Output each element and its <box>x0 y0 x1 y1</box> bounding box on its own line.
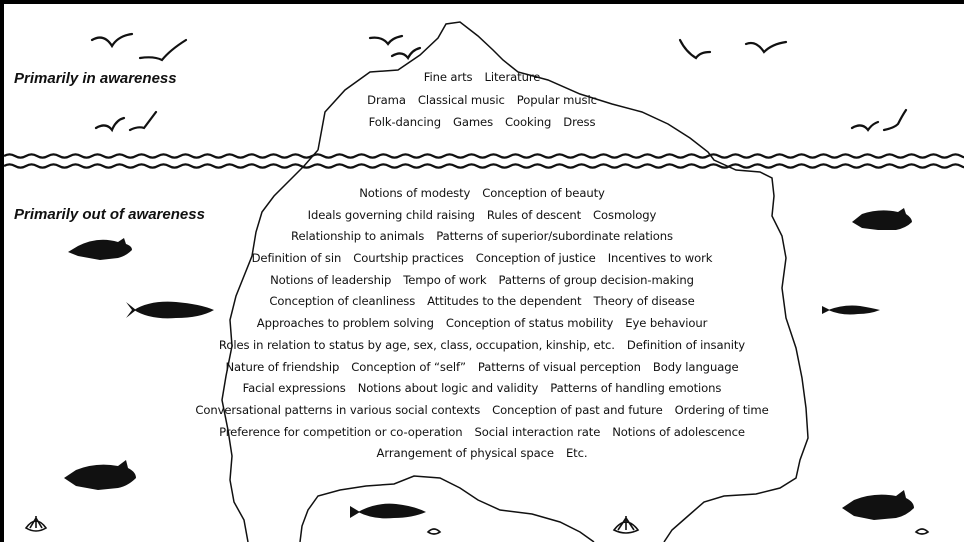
item-row: Nature of friendship Conception of “self”… <box>0 357 964 379</box>
bird-icon <box>744 40 788 54</box>
item-row: Conversational patterns in various socia… <box>0 400 964 422</box>
iceberg-outline <box>221 21 809 542</box>
culture-item: Dress <box>563 115 596 129</box>
culture-item: Relationship to animals <box>291 229 425 244</box>
top-border <box>0 0 964 4</box>
culture-item: Notions of leadership <box>270 272 392 287</box>
culture-item: Cosmology <box>593 207 657 222</box>
culture-item: Theory of disease <box>593 294 695 309</box>
culture-item: Literature <box>484 70 541 84</box>
culture-item: Social interaction rate <box>474 424 601 439</box>
bird-icon <box>882 108 908 132</box>
item-row: Definition of sin Courtship practices Conc… <box>0 248 964 270</box>
culture-item: Courtship practices <box>353 251 464 266</box>
culture-item: Conception of “self” <box>351 359 466 374</box>
culture-item: Notions about logic and validity <box>357 381 539 396</box>
wave-line-upper <box>3 153 964 159</box>
fish-icon <box>842 490 914 520</box>
item-row: Ideals governing child raising Rules of d… <box>0 205 964 227</box>
item-row: Preference for competition or co-operati… <box>0 422 964 444</box>
item-row: Notions of modesty Conception of beauty <box>0 183 964 205</box>
culture-item: Patterns of superior/subordinate relatio… <box>436 229 673 244</box>
label-primarily-out-of-awareness: Primarily out of awareness <box>14 206 205 223</box>
bird-icon <box>390 46 422 61</box>
fish-icon <box>822 305 880 315</box>
culture-item: Approaches to problem solving <box>256 316 434 331</box>
culture-item: Nature of friendship <box>225 359 340 374</box>
culture-item: Tempo of work <box>403 272 487 287</box>
fish-icon <box>126 301 214 319</box>
culture-item: Definition of insanity <box>626 337 746 352</box>
culture-item: Conception of beauty <box>482 186 605 200</box>
culture-item: Arrangement of physical space <box>376 446 555 461</box>
bird-icon <box>94 116 126 133</box>
culture-item: Conversational patterns in various socia… <box>195 402 481 417</box>
culture-item: Conception of justice <box>475 251 596 266</box>
item-row: Relationship to animals Patterns of super… <box>0 226 964 248</box>
item-row: Approaches to problem solving Conception … <box>0 313 964 335</box>
item-row: Folk-dancing Games Cooking Dress <box>0 111 964 134</box>
item-row: Arrangement of physical space Etc. <box>0 443 964 465</box>
culture-item: Fine arts <box>423 70 473 84</box>
bird-icon <box>128 110 158 132</box>
left-border <box>0 0 4 542</box>
item-row: Facial expressions Notions about logic an… <box>0 378 964 400</box>
culture-item: Rules of descent <box>486 207 582 222</box>
item-row: Notions of leadership Tempo of work Patter… <box>0 270 964 292</box>
culture-item: Body language <box>652 359 739 374</box>
fish-icon <box>68 238 132 260</box>
culture-item: Etc. <box>565 446 588 461</box>
culture-item: Patterns of group decision-making <box>498 272 694 287</box>
culture-item: Preference for competition or co-operati… <box>219 424 463 439</box>
culture-item: Ordering of time <box>674 402 769 417</box>
bird-icon <box>850 120 880 132</box>
shell-icon <box>24 516 48 532</box>
shell-icon <box>426 528 442 535</box>
culture-item: Patterns of handling emotions <box>550 381 722 396</box>
wave-line-lower <box>3 163 964 169</box>
culture-item: Popular music <box>516 92 597 107</box>
culture-item: Ideals governing child raising <box>307 207 475 222</box>
culture-item: Attitudes to the dependent <box>427 294 582 309</box>
culture-item: Drama <box>367 92 406 107</box>
culture-item: Eye behaviour <box>625 316 708 331</box>
culture-item: Definition of sin <box>251 251 342 266</box>
bird-icon <box>368 34 404 46</box>
item-row: Roles in relation to status by age, sex,… <box>0 335 964 357</box>
culture-item: Facial expressions <box>242 381 346 396</box>
culture-item: Patterns of visual perception <box>477 359 641 374</box>
bird-icon <box>678 38 712 60</box>
culture-item: Notions of adolescence <box>612 424 745 439</box>
fish-icon <box>852 208 912 230</box>
shell-icon <box>914 528 930 535</box>
culture-item: Conception of past and future <box>492 402 663 417</box>
fish-icon <box>64 460 136 490</box>
item-row: Drama Classical music Popular music <box>0 89 964 112</box>
culture-item: Classical music <box>417 92 505 107</box>
culture-item: Games <box>452 115 494 129</box>
culture-item: Conception of cleanliness <box>269 294 416 309</box>
bird-icon <box>138 38 188 62</box>
culture-item: Incentives to work <box>607 251 713 266</box>
culture-item: Notions of modesty <box>359 186 471 200</box>
label-primarily-in-awareness: Primarily in awareness <box>14 70 177 87</box>
culture-item: Roles in relation to status by age, sex,… <box>218 337 615 352</box>
bird-icon <box>90 32 134 49</box>
item-row: Fine arts Literature <box>0 66 964 89</box>
shell-icon <box>612 516 640 534</box>
culture-item: Conception of status mobility <box>445 316 614 331</box>
fish-icon <box>350 503 426 519</box>
culture-item: Cooking <box>505 115 552 129</box>
item-row: Conception of cleanliness Attitudes to th… <box>0 291 964 313</box>
culture-item: Folk-dancing <box>368 115 441 129</box>
